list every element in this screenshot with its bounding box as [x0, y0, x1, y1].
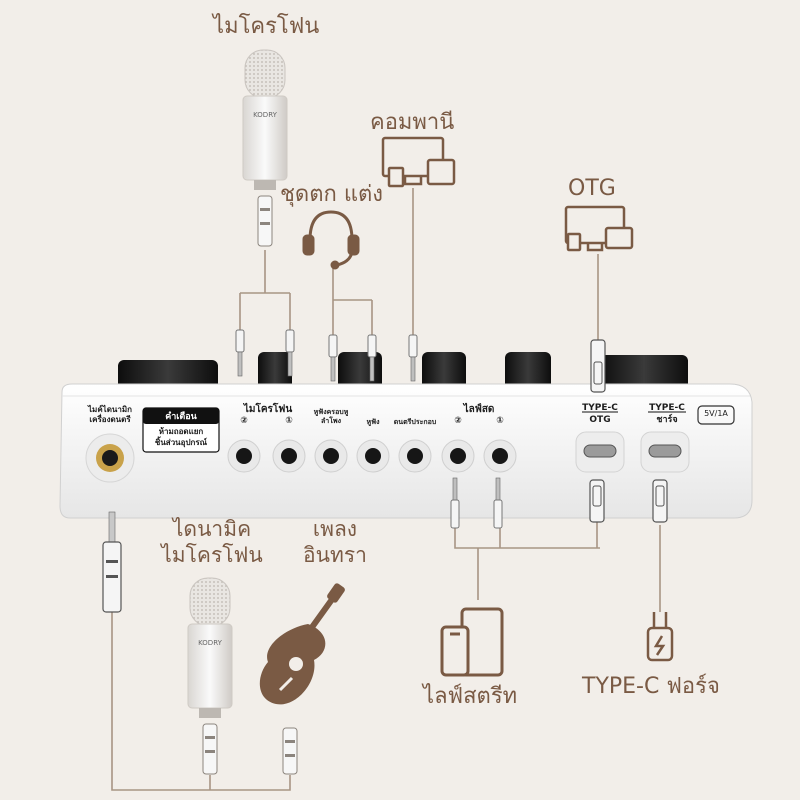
callout-headset: ชุดตก แต่ง [280, 182, 384, 207]
warning-text: ห้ามถอดแยก ชิ้นส่วนอุปกรณ์ [143, 426, 219, 448]
instrument-label-line2: เครื่องดนตรี [89, 415, 131, 424]
typec-otg-label: TYPE-C OTG [576, 402, 624, 426]
typec-charge-label: TYPE-C ชาร์จ [643, 402, 691, 426]
warning-title: คำเตือน [165, 412, 197, 422]
jack-plug-icon [235, 329, 418, 382]
monitor-devices-icon [381, 136, 456, 188]
typec-otg-line2: OTG [589, 415, 611, 425]
mic-1-label: ① [285, 416, 293, 426]
callout-top-mic: ไมโครโฟน [213, 14, 320, 39]
mic-brand: KODRY [253, 111, 278, 119]
charger-plug-icon [646, 612, 674, 662]
headphone-speaker-line2: ลำโพง [320, 417, 341, 425]
live-group-label: ไลฟ์สด [463, 404, 495, 415]
power-badge [697, 405, 735, 425]
warning-line1: ห้ามถอดแยก [158, 427, 204, 436]
instrument-plug-icon [102, 511, 122, 613]
callout-dynamic-mic: ไดนามิค ไมโครโฟน [160, 516, 264, 568]
headphone-speaker-label: หูฟังครอบหู ลำโพง [306, 408, 356, 426]
live-1-label: ① [496, 416, 504, 426]
typec-otg-line1: TYPE-C [582, 403, 618, 413]
connection-lines [111, 188, 661, 791]
callout-instrument-line1: เพลง [312, 517, 358, 541]
mic-brand-bottom: KODRY [198, 639, 223, 647]
callout-instrument-line2: อินทรา [303, 543, 367, 567]
callout-dynamic-mic-line2: ไมโครโฟน [161, 543, 263, 567]
condenser-mic-icon: KODRY [242, 49, 288, 247]
headset-icon [302, 210, 360, 270]
callout-livestream: ไลฟ์สตรีท [423, 684, 518, 709]
headphone-speaker-line1: หูฟังครอบหู [313, 408, 349, 416]
typec-otg-port[interactable] [583, 444, 617, 458]
mic-2-label: ② [240, 416, 248, 426]
guitar-icon [259, 583, 345, 705]
power-spec-label: 5V/1A [704, 409, 728, 418]
monitor-phone-icon [564, 205, 634, 252]
typec-charge-port[interactable] [648, 444, 682, 458]
instrument-jack-label: ไมค์ไดนามิก เครื่องดนตรี [80, 405, 140, 425]
typec-charge-line1: TYPE-C [649, 403, 685, 413]
mixer-device [59, 352, 753, 519]
audio-jacks [227, 439, 517, 473]
instrument-label-line1: ไมค์ไดนามิก [88, 405, 132, 414]
usb-c-plug-icon [589, 339, 668, 523]
live-2-label: ② [454, 416, 462, 426]
callout-computer: คอมพานี [370, 110, 455, 135]
earphone-label: หูฟัง [366, 418, 380, 426]
mic-group-label: ไมโครโฟน [243, 404, 293, 415]
typec-charge-line2: ชาร์จ [656, 415, 678, 425]
tablet-phone-icon [440, 607, 504, 677]
xlr-plug-icon [282, 727, 298, 775]
accompaniment-label: ดนตรีประกอบ [393, 418, 437, 426]
callout-instrument: เพลง อินทรา [295, 516, 375, 568]
callout-otg: OTG [568, 176, 616, 201]
callout-typec-charge: TYPE-C ฟอร์จ [582, 674, 720, 699]
callout-dynamic-mic-line1: ไดนามิค [172, 517, 252, 541]
warning-line2: ชิ้นส่วนอุปกรณ์ [154, 438, 208, 447]
dynamic-mic-icon: KODRY [187, 577, 233, 775]
live-plugs [450, 477, 503, 529]
